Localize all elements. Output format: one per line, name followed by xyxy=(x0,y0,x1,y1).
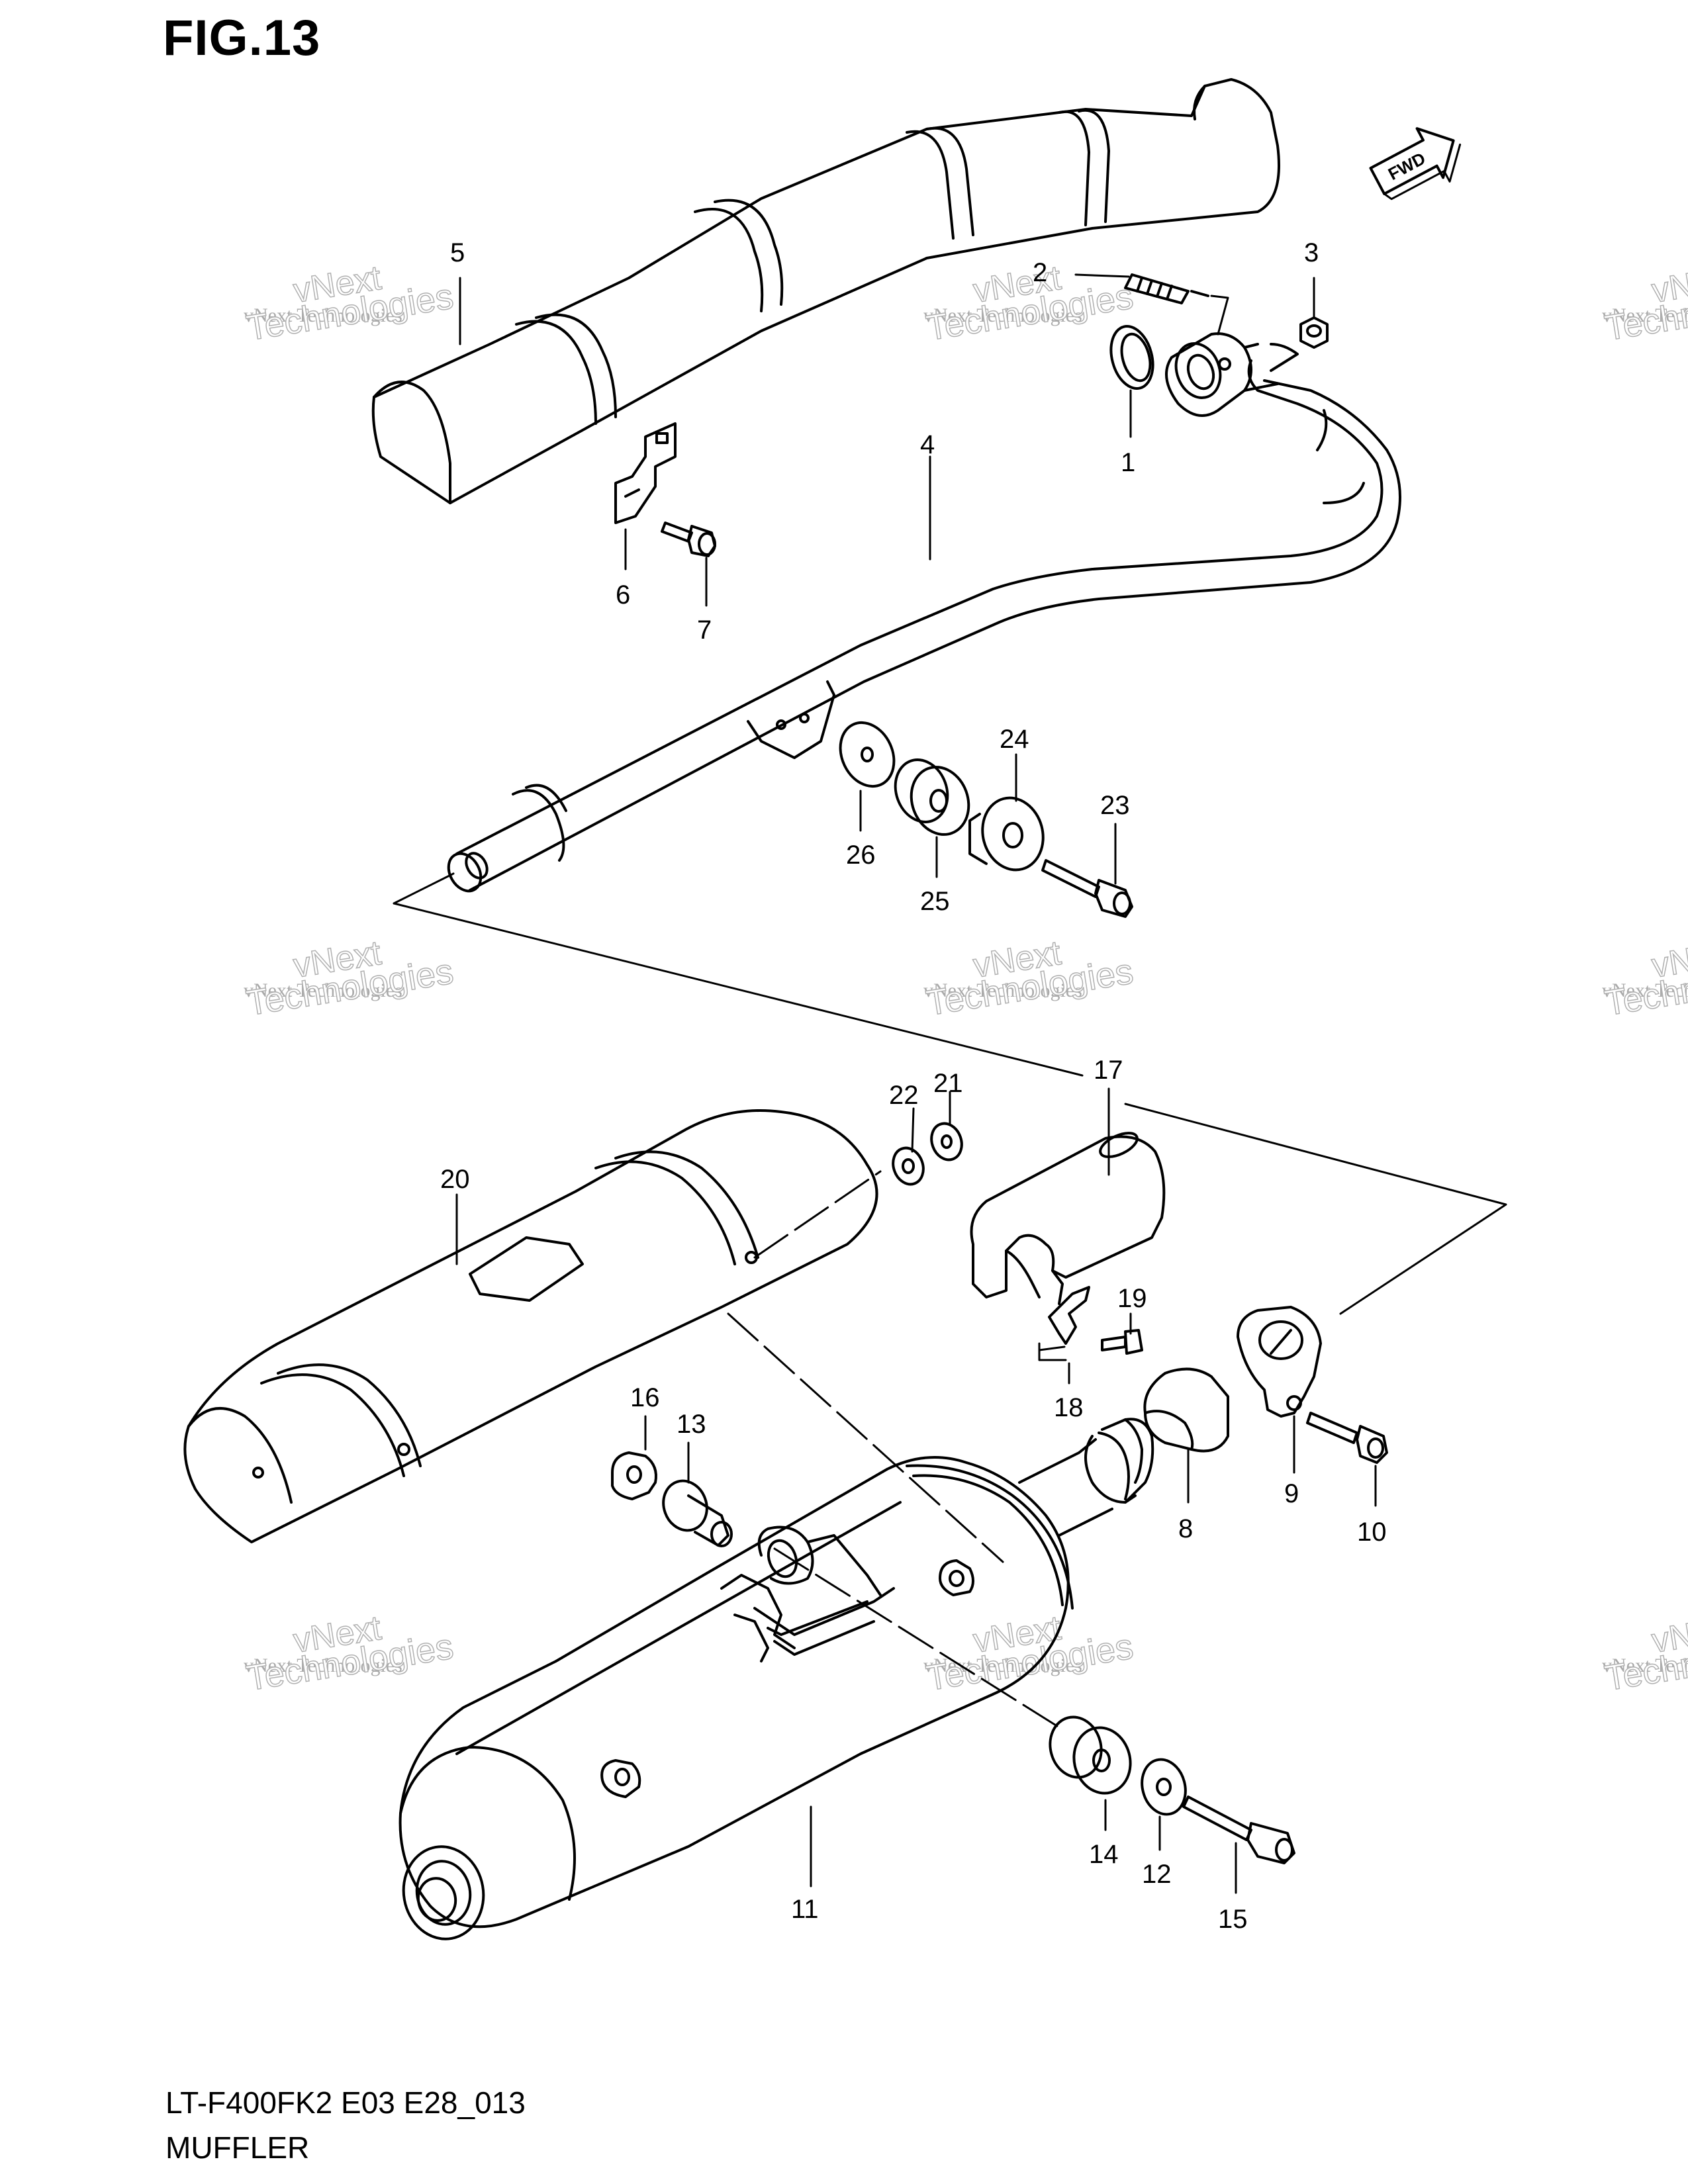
callout-13: 13 xyxy=(677,1410,706,1439)
callout-26: 26 xyxy=(846,841,876,870)
callout-5: 5 xyxy=(450,238,465,267)
leader-lines xyxy=(455,273,1377,1894)
callout-1: 1 xyxy=(1121,448,1135,477)
part-5-pipe-cover xyxy=(371,78,1280,504)
callout-19: 19 xyxy=(1117,1284,1147,1313)
part-6-bracket xyxy=(614,422,677,524)
callout-15: 15 xyxy=(1218,1905,1248,1934)
part-21-grommet xyxy=(930,1122,963,1161)
part-9-clamp xyxy=(1237,1306,1322,1418)
part-22-washer xyxy=(892,1146,925,1186)
assembly-dashed-lines xyxy=(727,1170,1060,1729)
part-17-clamp-cover xyxy=(970,1132,1166,1305)
callout-18: 18 xyxy=(1054,1393,1084,1422)
part-16-nut xyxy=(611,1451,657,1500)
callout-2: 2 xyxy=(1033,258,1047,287)
callout-3: 3 xyxy=(1304,238,1319,267)
callout-12: 12 xyxy=(1142,1860,1172,1889)
callout-6: 6 xyxy=(616,580,630,610)
part-3-nut xyxy=(1299,316,1329,349)
part-7-bolt xyxy=(661,522,716,557)
callout-20: 20 xyxy=(440,1165,470,1194)
callout-23: 23 xyxy=(1100,791,1130,820)
part-8-sleeve xyxy=(1143,1367,1229,1453)
callout-21: 21 xyxy=(933,1069,963,1098)
part-14-grommet xyxy=(1049,1715,1132,1795)
callout-7: 7 xyxy=(697,615,712,645)
part-19-screw xyxy=(1101,1329,1143,1355)
callout-labels: 1 2 3 4 5 6 7 8 9 10 11 12 13 14 15 16 1… xyxy=(440,238,1387,1934)
callout-17: 17 xyxy=(1094,1056,1123,1085)
callout-10: 10 xyxy=(1357,1518,1387,1547)
part-15-bolt xyxy=(1182,1796,1295,1864)
callout-25: 25 xyxy=(920,887,950,916)
part-24-spacer xyxy=(968,796,1045,872)
part-23-bolt xyxy=(1041,859,1133,918)
callout-14: 14 xyxy=(1089,1840,1119,1869)
part-26-washer xyxy=(839,721,896,788)
section-boundary-lines xyxy=(393,872,1507,1315)
callout-24: 24 xyxy=(1000,725,1029,754)
part-12-washer xyxy=(1141,1758,1187,1816)
callout-9: 9 xyxy=(1284,1479,1299,1508)
part-10-bolt xyxy=(1306,1412,1388,1464)
callout-11: 11 xyxy=(791,1895,819,1924)
callout-16: 16 xyxy=(630,1383,660,1412)
model-code: LT-F400FK2 E03 E28_013 xyxy=(165,2085,526,2120)
callout-8: 8 xyxy=(1178,1514,1193,1543)
part-18-clip xyxy=(1048,1286,1090,1345)
part-2-stud-bolt xyxy=(1124,273,1209,304)
part-13-collar xyxy=(662,1479,733,1547)
callout-4: 4 xyxy=(920,430,935,459)
fwd-arrow-icon: FWD xyxy=(1369,127,1462,201)
part-4-exhaust-pipe xyxy=(447,332,1401,893)
part-25-grommet xyxy=(894,758,970,836)
callout-22: 22 xyxy=(889,1081,919,1110)
part-11-muffler xyxy=(399,1418,1154,1940)
figure-title: FIG.13 xyxy=(163,10,321,66)
part-20-muffler-cover xyxy=(183,1109,878,1543)
figure-name: MUFFLER xyxy=(165,2130,310,2165)
part-1-gasket xyxy=(1109,324,1154,390)
svg-text:FWD: FWD xyxy=(1385,148,1429,184)
